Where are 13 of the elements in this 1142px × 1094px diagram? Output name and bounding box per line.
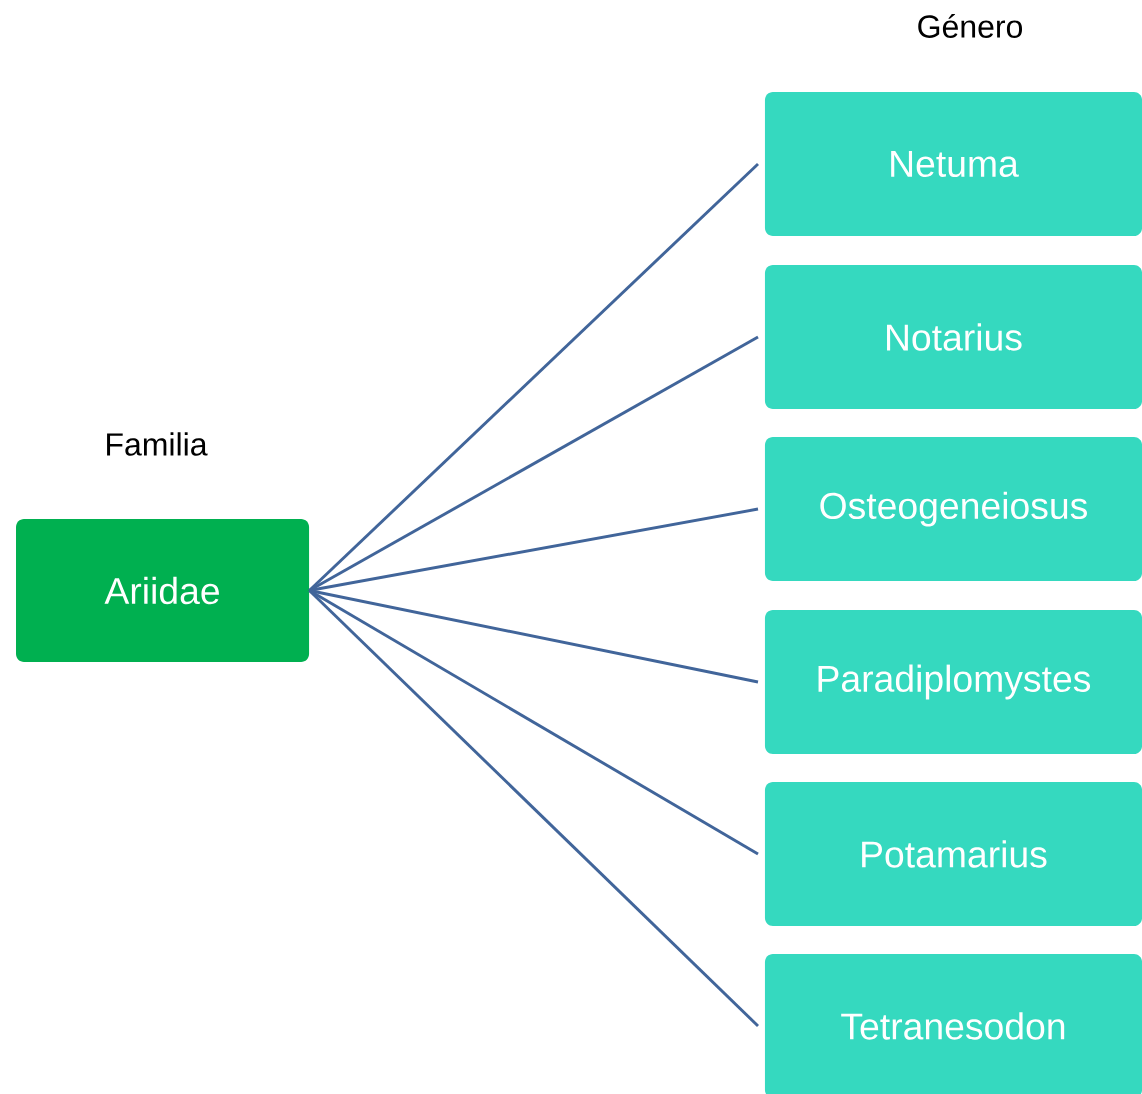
taxon-box: Notarius: [764, 265, 1142, 410]
connector-line: [308, 589, 760, 1028]
taxon-box: Tetranesodon: [764, 954, 1142, 1094]
column-heading: Género: [918, 14, 1023, 38]
connector-line: [308, 162, 759, 592]
connector-line: [308, 589, 759, 856]
taxon-box: Osteogeneiosus: [764, 437, 1142, 582]
taxon-box: Ariidae: [16, 519, 310, 662]
taxon-box: Netuma: [764, 92, 1142, 236]
column-heading: Familia: [107, 432, 208, 456]
taxon-box: Potamarius: [764, 782, 1142, 926]
taxon-box: Paradiplomystes: [764, 610, 1142, 754]
connector-line: [308, 335, 759, 592]
